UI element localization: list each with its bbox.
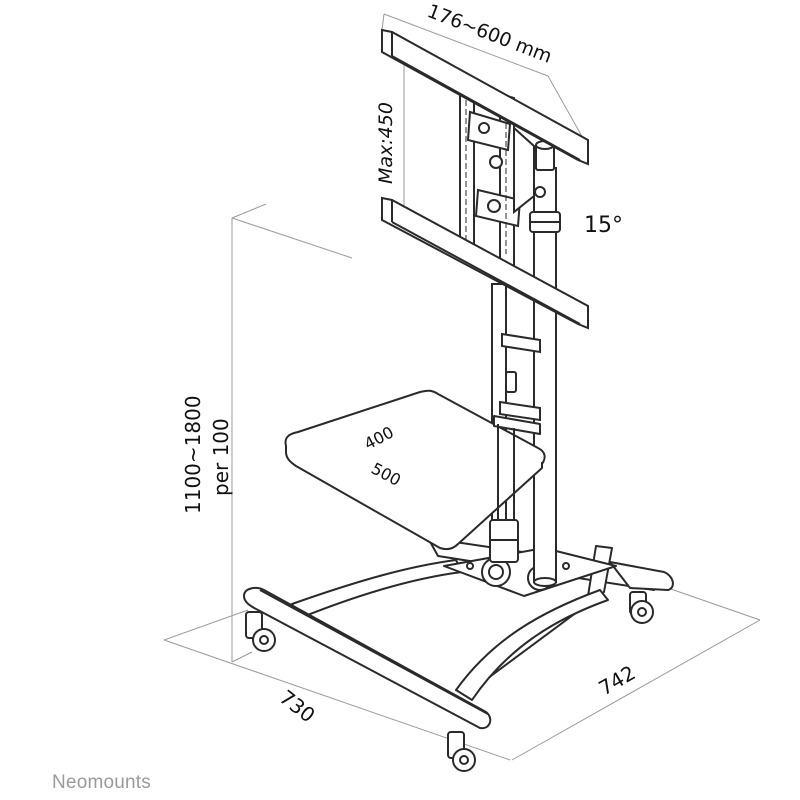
vesa-rail-bottom [381, 196, 589, 330]
vesa-width-label: 176~600 mm [424, 0, 555, 68]
shelf [284, 389, 546, 551]
tilt-label: 15° [584, 213, 623, 238]
brand-logo-text: Neomounts [52, 772, 151, 793]
caster-front-right [447, 731, 476, 772]
vesa-rail-top [381, 28, 589, 166]
height-label-line2: per 100 [209, 418, 233, 496]
caster-rear-right [629, 591, 654, 624]
caster-front-left [245, 611, 276, 652]
base-depth-label: 742 [595, 660, 640, 700]
height-label-line1: 1100~1800 [181, 395, 205, 514]
vesa-height-label: Max:450 [375, 102, 397, 184]
base-frame [243, 537, 674, 730]
tilt-bracket [459, 74, 546, 274]
